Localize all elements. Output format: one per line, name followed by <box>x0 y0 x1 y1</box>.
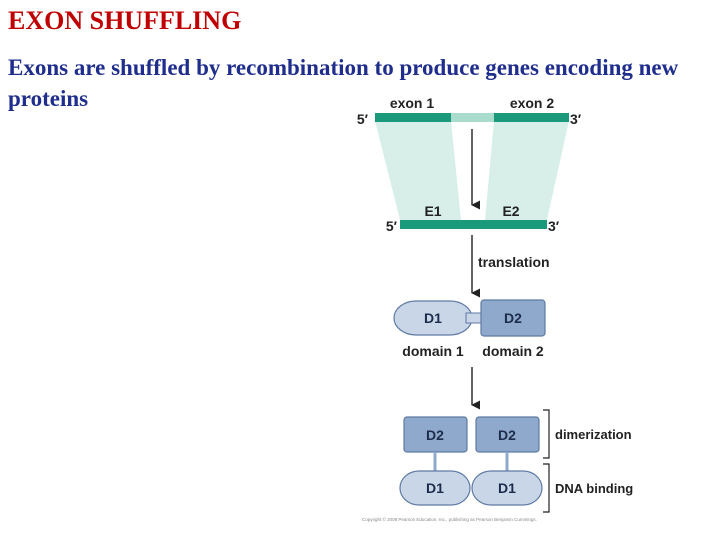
dna-binding-label: DNA binding <box>555 481 633 496</box>
e1-label: E1 <box>424 203 441 219</box>
gene-three-prime-label: 3′ <box>570 111 582 127</box>
translation-label: translation <box>478 254 550 270</box>
copyright-text: Copyright © 2008 Pearson Education, Inc.… <box>362 516 537 522</box>
dimer-right-d2-label: D2 <box>498 427 516 443</box>
d2-box-domain <box>480 299 546 337</box>
e2-label: E2 <box>502 203 519 219</box>
dimerization-label: dimerization <box>555 427 632 442</box>
recombined-five-prime-label: 5′ <box>386 218 398 234</box>
domain-linker <box>465 312 483 324</box>
d1-pill-domain <box>393 300 473 336</box>
exon2-label: exon 2 <box>510 95 555 111</box>
intron-bar <box>451 113 494 122</box>
projection-shade-right <box>485 121 569 220</box>
dna-binding-bracket <box>543 463 550 513</box>
dimer-left-d2-label: D2 <box>426 427 444 443</box>
exon2-bar <box>494 113 569 122</box>
dimer-right-d1-label: D1 <box>498 480 516 496</box>
exon1-bar <box>375 113 451 122</box>
recombined-gene-bar <box>400 220 547 229</box>
domain1-label: domain 1 <box>402 343 464 359</box>
page-title: EXON SHUFFLING <box>8 6 242 35</box>
dimer-left-d1-pill <box>399 470 471 506</box>
d2-domain-label: D2 <box>504 310 522 326</box>
recombined-three-prime-label: 3′ <box>548 218 560 234</box>
gene-five-prime-label: 5′ <box>357 111 369 127</box>
dimer-left-d1-label: D1 <box>426 480 444 496</box>
projection-shade-left <box>375 121 461 220</box>
dimer-right-d1-pill <box>471 470 543 506</box>
page-subtitle: Exons are shuffled by recombination to p… <box>8 55 679 111</box>
exon1-label: exon 1 <box>390 95 435 111</box>
d1-domain-label: D1 <box>424 310 442 326</box>
dimerization-bracket <box>543 409 550 459</box>
domain2-label: domain 2 <box>482 343 544 359</box>
